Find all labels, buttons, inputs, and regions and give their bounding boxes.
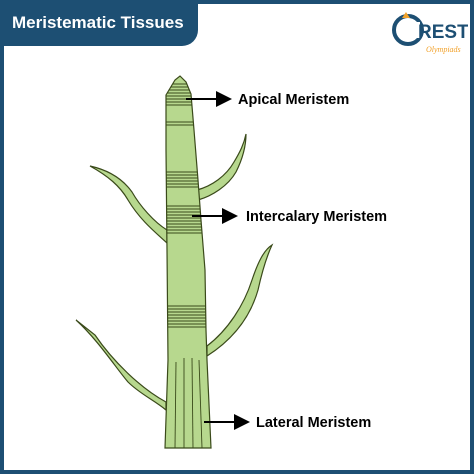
right-lower-branch xyxy=(206,243,274,358)
crest-logo: REST Olympiads xyxy=(392,12,468,54)
left-middle-branch xyxy=(89,165,168,245)
logo-tagline: Olympiads xyxy=(426,45,461,54)
apical-meristem-label: Apical Meristem xyxy=(238,92,349,108)
logo-crown-icon xyxy=(402,12,410,18)
right-upper-branch xyxy=(196,133,247,201)
intercalary-meristem-bands-lower xyxy=(165,305,211,328)
main-stem xyxy=(164,75,212,449)
intercalary-meristem-label: Intercalary Meristem xyxy=(246,209,387,225)
lateral-meristem-lines xyxy=(174,357,203,448)
page-title: Meristematic Tissues xyxy=(0,0,198,46)
left-lower-branch xyxy=(75,319,167,412)
logo-text: REST xyxy=(418,22,468,43)
lateral-meristem-label: Lateral Meristem xyxy=(256,415,371,431)
